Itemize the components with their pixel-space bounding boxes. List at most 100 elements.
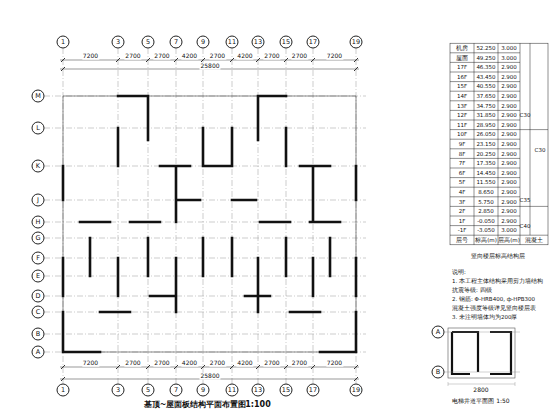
table-cell: -0.050 [477,218,495,224]
table-cell: 31.850 [476,112,495,118]
table-header: 层号 [456,237,468,243]
table-cell: 3.000 [501,45,517,51]
axis-bubble: B [432,366,445,379]
table-cell: 2.900 [501,141,517,147]
dimension: 25800 [199,63,220,70]
axis-bubble: A [32,346,45,359]
table-cell: 37.650 [476,93,495,99]
axis-bubble: 9 [197,384,210,397]
note-text: 混凝土强度等级详见竖向楼层表 [452,305,548,311]
note-text: 抗震等级: 四级 [452,287,548,293]
dimension: 2700 [153,53,170,60]
axis-lines [44,48,366,384]
axis-bubble: 13 [252,36,265,49]
axis-bubble: 3 [112,36,125,49]
table-cell: 2.900 [501,64,517,70]
table-cell: 2F [459,208,466,214]
dimension: 7200 [82,360,99,367]
table-cell: 2.900 [501,179,517,185]
axis-bubble: 7 [170,384,183,397]
axis-bubble: 1 [57,36,70,49]
table-cell: 2.900 [501,218,517,224]
table-cell: C35 [520,197,531,203]
shear-walls [63,96,356,352]
table-cell: 46.350 [476,64,495,70]
table-cell: 26.050 [476,131,495,137]
table-cell: 2.900 [501,189,517,195]
axis-bubble: B [32,328,45,341]
table-cell: 3.000 [501,55,517,61]
table-cell: 5.750 [478,199,494,205]
table-cell: 17.350 [476,160,495,166]
axis-bubble: 1 [57,384,70,397]
table-cell: 14F [457,93,467,99]
dimension: 2700 [209,53,226,60]
axis-bubble: 15 [280,36,293,49]
table-cell: 15F [457,83,467,89]
axis-bubble: 15 [280,384,293,397]
table-cell: 10F [457,131,467,137]
axis-bubble: 5 [142,36,155,49]
axis-bubble: 17 [307,384,320,397]
detail-axes [444,332,520,386]
dimension: 2700 [153,360,170,367]
axis-bubble: 13 [252,384,265,397]
axis-bubble: G [32,232,45,245]
note-text: 2. 钢筋: Φ-HRB400, ф-HPB300 [452,296,548,302]
table-cell: 14.450 [476,170,495,176]
table-cell: 2.900 [501,160,517,166]
table-cell: 40.550 [476,83,495,89]
table-header: 标高(m) [475,237,497,243]
table-cell: 2.900 [501,103,517,109]
table-cell: 12F [457,112,467,118]
axis-bubble: 17 [307,36,320,49]
table-cell: 3.000 [501,227,517,233]
table-cell: 17F [457,64,467,70]
table-cell: 52.250 [476,45,495,51]
table-cell: C40 [520,223,531,229]
axis-bubble: 3 [112,384,125,397]
axis-bubble: L [32,122,45,135]
table-cell: -3.050 [477,227,495,233]
note-text: 说明: [452,269,548,275]
table-cell: 5F [459,179,466,185]
table-cell: 8F [459,151,466,157]
detail-outline [448,328,515,378]
axis-bubble: 11 [226,36,239,49]
dimension: 4200 [181,53,198,60]
axis-bubble: D [32,290,45,303]
dimension: 2700 [124,53,141,60]
table-cell: 机房 [456,45,468,51]
table-cell: 34.750 [476,103,495,109]
table-cell: 2.900 [501,83,517,89]
axis-bubble: C [32,306,45,319]
table-title: 竖向楼层标高结构层 [471,253,525,259]
table-cell: 2.850 [478,208,494,214]
dimension: 7200 [82,53,99,60]
detail-walls [452,332,511,374]
table-cell: 2.900 [501,112,517,118]
axis-bubble: 5 [142,384,155,397]
detail-title: 电梯井道平面图 1:50 [451,398,510,405]
table-cell: C30 [520,112,531,118]
table-cell: 3F [459,199,466,205]
table-cell: 2.900 [501,122,517,128]
axis-bubble: 19 [350,384,363,397]
floor-table [450,43,548,245]
table-cell: 6F [459,170,466,176]
axis-bubble: 9 [197,36,210,49]
dimension: 4200 [181,360,198,367]
dimension: 2700 [291,53,308,60]
axis-bubble: F [32,252,45,265]
dimension: 4200 [236,53,253,60]
table-cell: 2.900 [501,199,517,205]
table-cell: 16F [457,74,467,80]
table-cell: 20.250 [476,151,495,157]
dimension: 2700 [263,53,280,60]
table-header: 层高(m) [498,237,520,243]
dimension: 25800 [199,373,220,380]
drawing-title: 基顶~屋面板结构平面布置图 [144,401,247,410]
table-cell: 11.550 [476,179,495,185]
table-cell: 13F [457,103,467,109]
